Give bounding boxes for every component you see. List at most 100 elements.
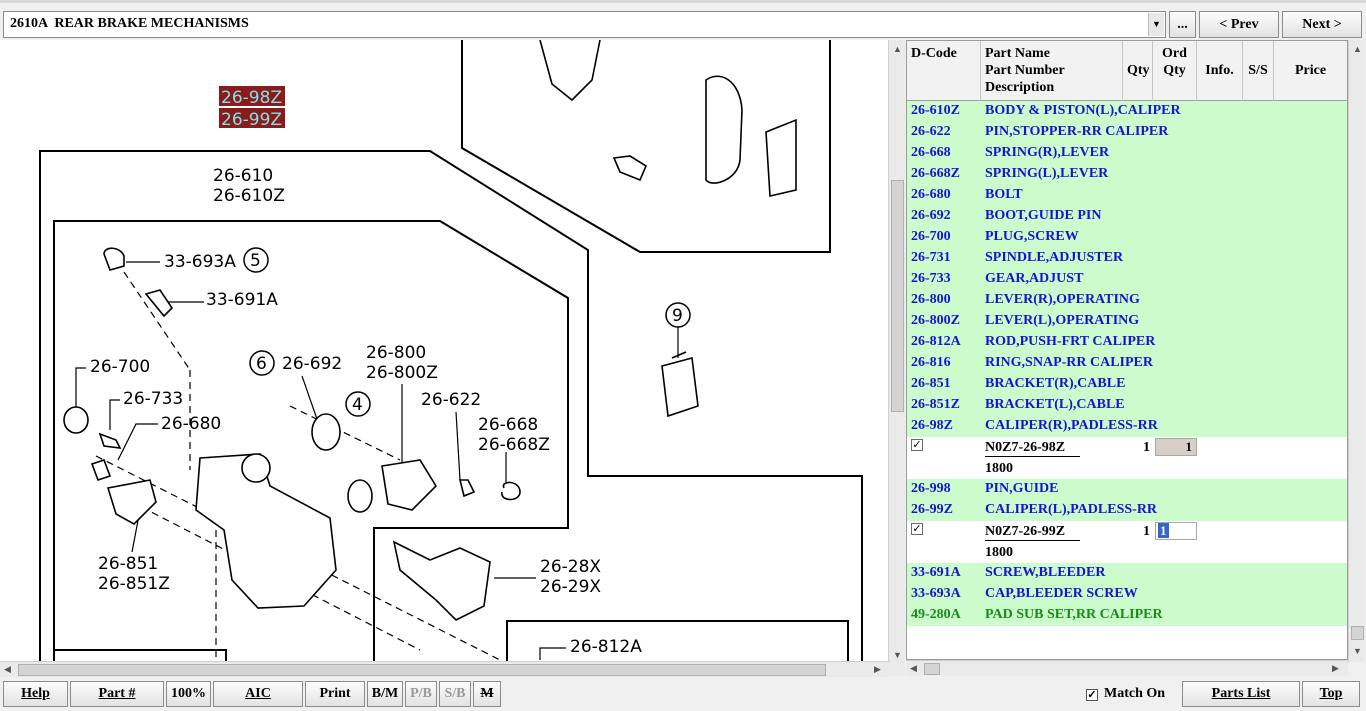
diagram-horizontal-scrollbar[interactable]: ◀ ▶	[0, 661, 890, 677]
callout-26-610z[interactable]: 26-610Z	[213, 186, 285, 206]
part-price-row: 1800	[907, 458, 1347, 479]
scroll-right-icon[interactable]: ▶	[1332, 663, 1339, 673]
callout-26-668[interactable]: 26-668	[478, 415, 538, 435]
top-button[interactable]: Top	[1302, 681, 1360, 707]
scroll-up-icon[interactable]: ▲	[893, 44, 902, 54]
header-info[interactable]: Info.	[1197, 41, 1243, 101]
callout-33-693a[interactable]: 33-693A	[164, 252, 236, 272]
section-select[interactable]: 2610A REAR BRAKE MECHANISMS ▼	[3, 11, 1166, 38]
scroll-up-icon[interactable]: ▲	[1353, 44, 1362, 54]
callout-26-812a[interactable]: 26-812A	[570, 637, 642, 657]
qty-value: 1	[1143, 524, 1150, 539]
aic-button[interactable]: AIC	[213, 681, 303, 707]
header-price[interactable]: Price	[1294, 63, 1327, 78]
prev-button[interactable]: < Prev	[1199, 11, 1279, 38]
pb-button[interactable]: P/B	[405, 681, 437, 707]
header-part-name[interactable]: Part Name Part Number Description	[981, 41, 1123, 101]
callout-33-691a[interactable]: 33-691A	[206, 290, 278, 310]
dropdown-arrow-icon[interactable]: ▼	[1148, 13, 1164, 36]
parts-vertical-scrollbar[interactable]: ▲ ▼	[1348, 40, 1365, 662]
scroll-thumb[interactable]	[1351, 626, 1364, 640]
part-detail-row: ✓ N0Z7-26-98Z 1 1	[907, 437, 1347, 458]
callout-26-800z[interactable]: 26-800Z	[366, 363, 438, 383]
bm-button[interactable]: B/M	[367, 681, 403, 707]
scroll-left-icon[interactable]: ◀	[4, 664, 11, 674]
zoom-button[interactable]: 100%	[166, 681, 211, 707]
diagram-frame-outer	[39, 150, 863, 662]
ord-qty-input[interactable]: 1	[1155, 522, 1197, 540]
header-ss[interactable]: S/S	[1243, 41, 1274, 101]
callout-26-28x[interactable]: 26-28X	[540, 557, 601, 577]
parts-diagram[interactable]: 26-98Z 26-99Z 26-610 26-610Z 33-693A 33-…	[0, 40, 890, 662]
callout-26-851[interactable]: 26-851	[98, 554, 158, 574]
part-number-link[interactable]: N0Z7-26-98Z	[985, 440, 1080, 457]
callout-26-668z[interactable]: 26-668Z	[478, 435, 550, 455]
callout-26-733[interactable]: 26-733	[123, 389, 183, 409]
parts-table-header: D-Code Part Name Part Number Description…	[907, 41, 1347, 101]
callout-26-700[interactable]: 26-700	[90, 357, 150, 377]
select-checkbox[interactable]: ✓	[911, 523, 923, 535]
ellipsis-button[interactable]: ...	[1169, 11, 1196, 38]
header-dcode[interactable]: D-Code	[907, 41, 981, 101]
callout-26-99z[interactable]: 26-99Z	[221, 110, 282, 130]
help-button[interactable]: Help	[3, 681, 68, 707]
scroll-down-icon[interactable]: ▼	[1353, 646, 1362, 656]
part-detail-row: ✓ N0Z7-26-99Z 1 1	[907, 521, 1347, 542]
match-on-checkbox[interactable]: ✓	[1086, 689, 1098, 701]
sb-button[interactable]: S/B	[439, 681, 471, 707]
callout-26-98z[interactable]: 26-98Z	[221, 88, 282, 108]
scroll-thumb[interactable]	[891, 180, 904, 412]
part-number-link[interactable]: N0Z7-26-99Z	[985, 524, 1080, 541]
m-button[interactable]: M	[473, 681, 501, 707]
next-button[interactable]: Next >	[1282, 11, 1362, 38]
scroll-down-icon[interactable]: ▼	[893, 650, 902, 660]
diagram-canvas: 26-98Z 26-99Z 26-610 26-610Z 33-693A 33-…	[39, 40, 863, 662]
scroll-thumb[interactable]	[924, 663, 940, 675]
callout-26-29x[interactable]: 26-29X	[540, 577, 601, 597]
header-ord-qty[interactable]: Ord Qty	[1153, 41, 1197, 101]
circle-label-5: 5	[250, 251, 261, 271]
callout-26-610[interactable]: 26-610	[213, 166, 273, 186]
callout-26-622[interactable]: 26-622	[421, 390, 481, 410]
scroll-right-icon[interactable]: ▶	[874, 664, 881, 674]
match-on-toggle[interactable]: ✓Match On	[1086, 686, 1165, 702]
print-button[interactable]: Print	[305, 681, 365, 707]
scroll-left-icon[interactable]: ◀	[910, 663, 917, 673]
callout-26-680[interactable]: 26-680	[161, 414, 221, 434]
select-checkbox[interactable]: ✓	[911, 439, 923, 451]
callout-26-851z[interactable]: 26-851Z	[98, 574, 170, 594]
ord-qty-field[interactable]: 1	[1155, 438, 1197, 456]
circle-label-4: 4	[352, 395, 363, 415]
header-qty[interactable]: Qty	[1123, 41, 1153, 101]
circle-label-9: 9	[672, 306, 683, 326]
parts-horizontal-scrollbar[interactable]: ◀ ▶	[906, 660, 1348, 676]
callout-26-692[interactable]: 26-692	[282, 354, 342, 374]
callout-26-800[interactable]: 26-800	[366, 343, 426, 363]
scroll-thumb[interactable]	[18, 664, 826, 676]
parts-list-button[interactable]: Parts List	[1182, 681, 1300, 707]
diagram-vertical-scrollbar[interactable]: ▲ ▼	[888, 40, 905, 676]
part-number-button[interactable]: Part #	[70, 681, 164, 707]
